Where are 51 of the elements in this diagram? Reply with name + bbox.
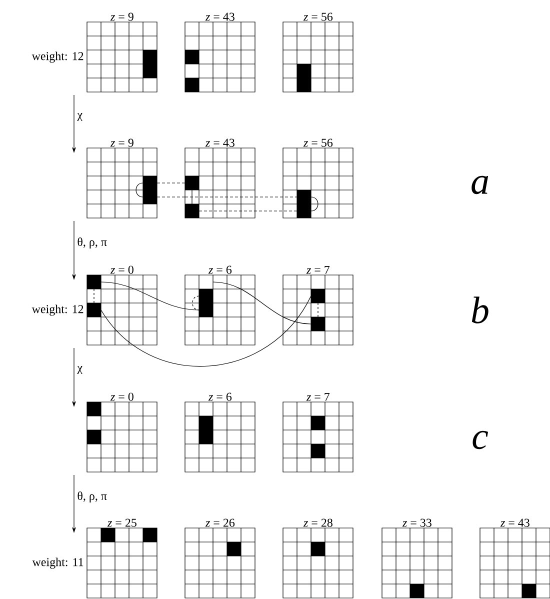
node-label: z = 7 xyxy=(306,392,330,401)
curve-link xyxy=(100,282,200,310)
panel-letter: c xyxy=(472,430,488,450)
edge-label: χ xyxy=(77,366,82,374)
node-label: z = 33 xyxy=(402,518,432,527)
edge-label: χ xyxy=(77,112,82,122)
grid-drawing: z = 25 xyxy=(86,518,158,598)
dashed-link xyxy=(198,210,298,212)
grid-drawing: z = 43 xyxy=(184,138,256,218)
dashed-link xyxy=(156,182,186,184)
node-label: z = 56 xyxy=(303,12,333,21)
grid-drawing: z = 9 xyxy=(86,12,158,92)
node-label: z = 9 xyxy=(110,12,134,21)
grid-drawing: z = 26 xyxy=(184,518,256,598)
curve-link xyxy=(100,296,312,366)
grid-drawing: z = 43 xyxy=(480,518,550,598)
node-label: z = 7 xyxy=(306,266,330,274)
node-label: z = 25 xyxy=(107,518,136,527)
grid-drawing: z = 33 xyxy=(382,518,452,598)
grid-drawing: z = 43 xyxy=(184,12,256,92)
curve-link xyxy=(212,282,312,324)
dashed-link xyxy=(254,196,298,198)
node-label: z = 6 xyxy=(208,266,232,274)
node-label: z = 43 xyxy=(500,518,530,527)
node-label: z = 43 xyxy=(205,138,234,147)
weight-label: weight: 11 xyxy=(32,558,84,569)
grid-drawing: z = 7 xyxy=(282,266,354,346)
grid-drawing: z = 56 xyxy=(282,138,354,218)
grid-drawing: z = 56 xyxy=(282,12,354,92)
node-label: z = 56 xyxy=(303,138,333,147)
grid-drawing: z = 6 xyxy=(184,266,256,346)
dashed-link xyxy=(156,196,186,198)
node-label: z = 6 xyxy=(208,392,232,401)
grid-drawing: z = 0 xyxy=(86,392,158,472)
node-label: z = 9 xyxy=(110,138,134,147)
grid-drawing: z = 9 xyxy=(86,138,158,218)
grid-drawing: z = 0 xyxy=(86,266,158,346)
node-label: z = 43 xyxy=(205,12,234,21)
panel-letter: b xyxy=(472,296,488,324)
grid-drawing: z = 7 xyxy=(282,392,354,472)
grid-drawing: z = 6 xyxy=(184,392,256,472)
edge-label: θ, ρ, π xyxy=(78,492,107,502)
node-label: z = 0 xyxy=(110,392,134,401)
weight-label: weight: 12 xyxy=(32,52,84,63)
node-label: z = 26 xyxy=(205,518,235,527)
node-label: z = 0 xyxy=(110,266,134,274)
edge-label: θ, ρ, π xyxy=(78,238,107,248)
panel-letter: a xyxy=(472,176,488,194)
weight-label: weight: 12 xyxy=(32,304,84,316)
node-label: z = 28 xyxy=(303,518,332,527)
grid-drawing: z = 28 xyxy=(282,518,354,598)
